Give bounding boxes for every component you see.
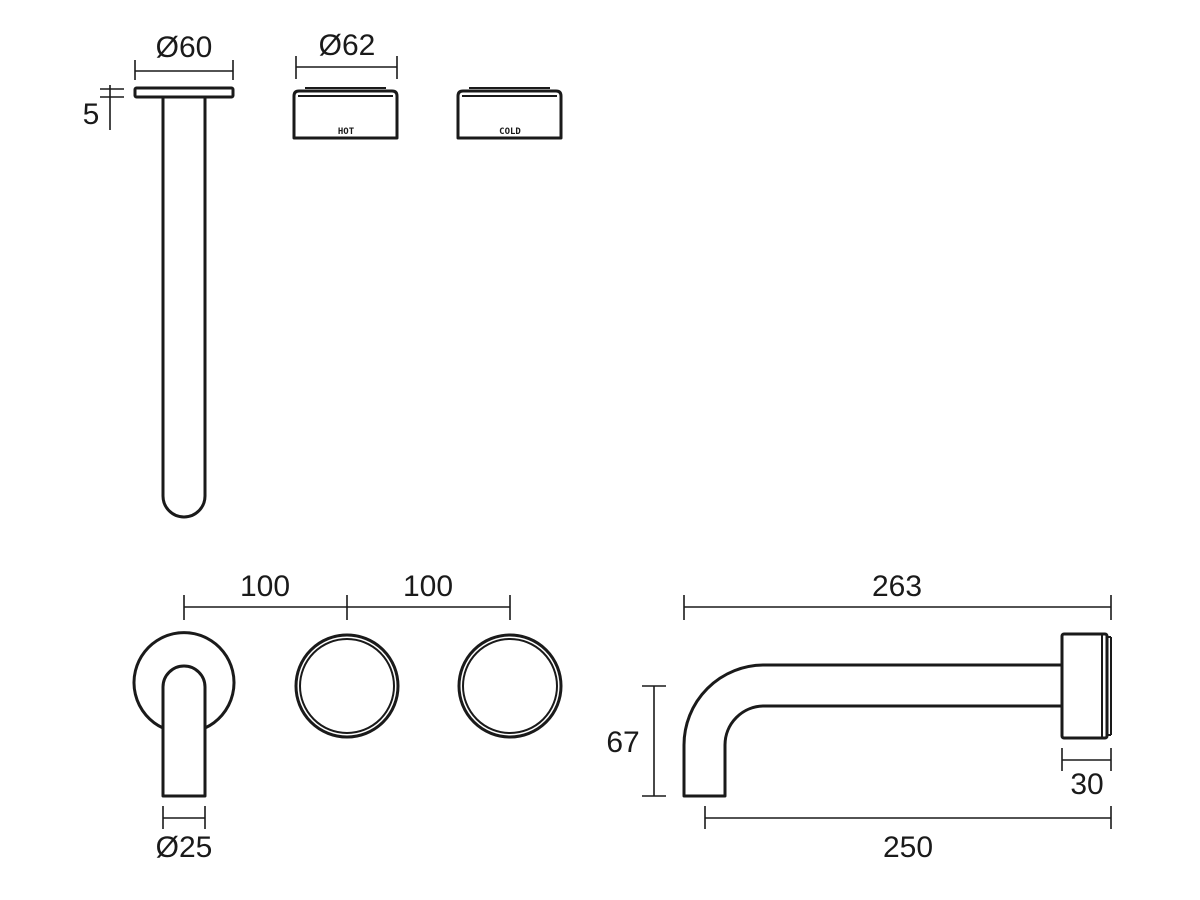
dim-spacing-right-label: 100	[403, 570, 453, 603]
dim-flange-diameter: Ø60	[134, 31, 234, 80]
dim-flange-thickness: 5	[83, 85, 124, 131]
dim-spacing-left-label: 100	[240, 570, 290, 603]
dim-spacing: 100 100	[183, 570, 511, 620]
hot-handle-front-view	[294, 633, 400, 739]
hot-label: HOT	[338, 127, 355, 137]
dim-spout-diameter-label: Ø25	[156, 831, 213, 864]
dim-flange-thickness-label: 5	[83, 98, 100, 131]
dim-height: 67	[606, 685, 666, 797]
hot-handle-top-view: HOT	[292, 87, 399, 140]
cold-handle-top-view: COLD	[456, 87, 563, 140]
dim-handle-diameter: Ø62	[295, 29, 398, 79]
dim-overall-length: 263	[683, 570, 1112, 620]
dim-handle-diameter-label: Ø62	[319, 29, 376, 62]
cold-handle-front-view	[457, 633, 563, 739]
dim-spout-diameter: Ø25	[156, 806, 213, 864]
dim-flange-depth-label: 30	[1070, 768, 1103, 801]
spout-front-view	[132, 631, 236, 798]
spout-top-view	[133, 86, 235, 519]
spout-side-view	[682, 632, 1112, 798]
dim-flange-diameter-label: Ø60	[156, 31, 213, 64]
dim-height-label: 67	[606, 726, 639, 759]
dim-overall-length-label: 263	[872, 570, 922, 603]
cold-label: COLD	[499, 127, 521, 137]
dim-flange-depth: 30	[1061, 748, 1112, 801]
dim-spout-length: 250	[704, 806, 1112, 864]
dim-spout-length-label: 250	[883, 831, 933, 864]
